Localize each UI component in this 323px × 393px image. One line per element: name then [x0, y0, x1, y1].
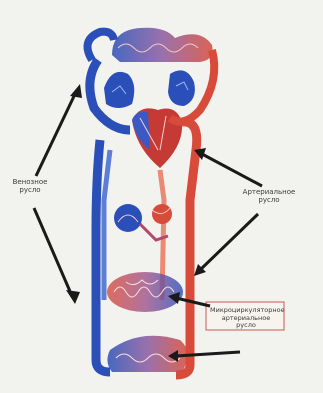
label-arterial: Артериальное русло: [240, 188, 298, 204]
arterial-trunk: [176, 122, 197, 375]
label-venous: Венозное русло: [10, 178, 50, 194]
lung-capillary-top: [112, 28, 213, 62]
label-microcirculatory: Микроциркуляторное артериальное русло: [210, 307, 282, 330]
capillary-bed-lower: [107, 272, 183, 312]
lungs: [104, 70, 195, 108]
